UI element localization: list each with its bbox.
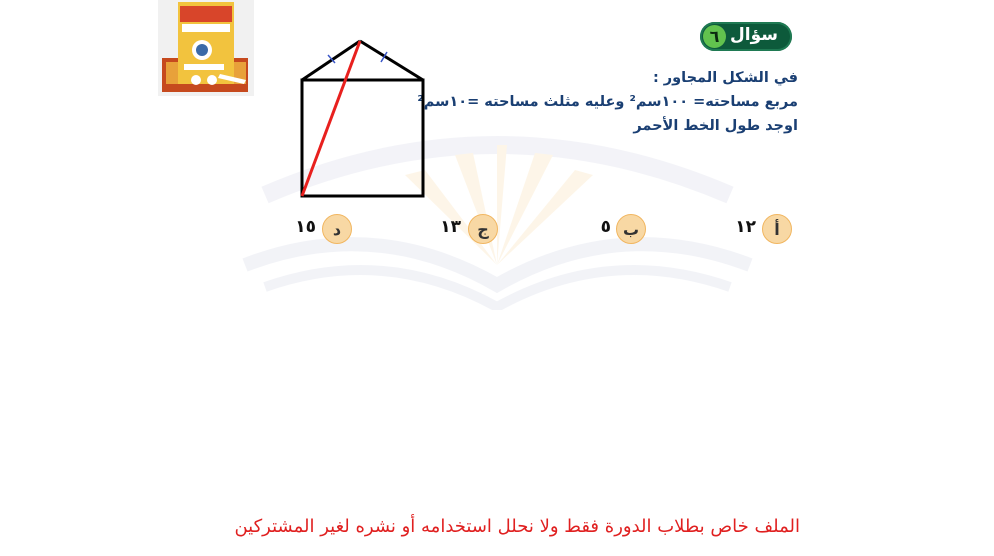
option-b[interactable]: ب ٥	[585, 214, 655, 246]
question-line: اوجد طول الخط الأحمر	[633, 118, 798, 134]
option-d[interactable]: د ١٥	[280, 214, 360, 246]
triangle-left-side	[301, 39, 361, 82]
tick-mark-left	[327, 54, 336, 64]
triangle-right-side	[359, 39, 424, 82]
footer-notice: الملف خاص بطلاب الدورة فقط ولا نحلل استخ…	[234, 516, 800, 537]
option-d-letter: د	[322, 214, 352, 244]
option-c-value: ١٣	[440, 217, 461, 237]
question-number: ٦	[703, 25, 726, 48]
option-c[interactable]: ج ١٣	[425, 214, 505, 246]
option-a[interactable]: أ ١٢	[720, 214, 800, 246]
tick-mark-right	[380, 51, 388, 63]
question-line: في الشكل المجاور :	[652, 70, 798, 86]
option-b-value: ٥	[600, 217, 611, 237]
question-text: في الشكل المجاور : مربع مساحته= ١٠٠سم² و…	[417, 66, 798, 138]
red-segment	[300, 40, 362, 197]
watermark-logo	[242, 136, 753, 310]
option-b-letter: ب	[616, 214, 646, 244]
question-line: مربع مساحته= ١٠٠سم² وعليه مثلث مساحته =١…	[417, 94, 798, 110]
square-shape	[300, 78, 425, 198]
option-a-letter: أ	[762, 214, 792, 244]
option-c-letter: ج	[468, 214, 498, 244]
question-badge: ٦ سؤال	[700, 22, 792, 51]
question-label: سؤال	[730, 25, 778, 45]
geometry-figure	[300, 39, 425, 198]
option-d-value: ١٥	[295, 217, 316, 237]
option-a-value: ١٢	[735, 217, 756, 237]
book-cover-image	[158, 0, 254, 96]
